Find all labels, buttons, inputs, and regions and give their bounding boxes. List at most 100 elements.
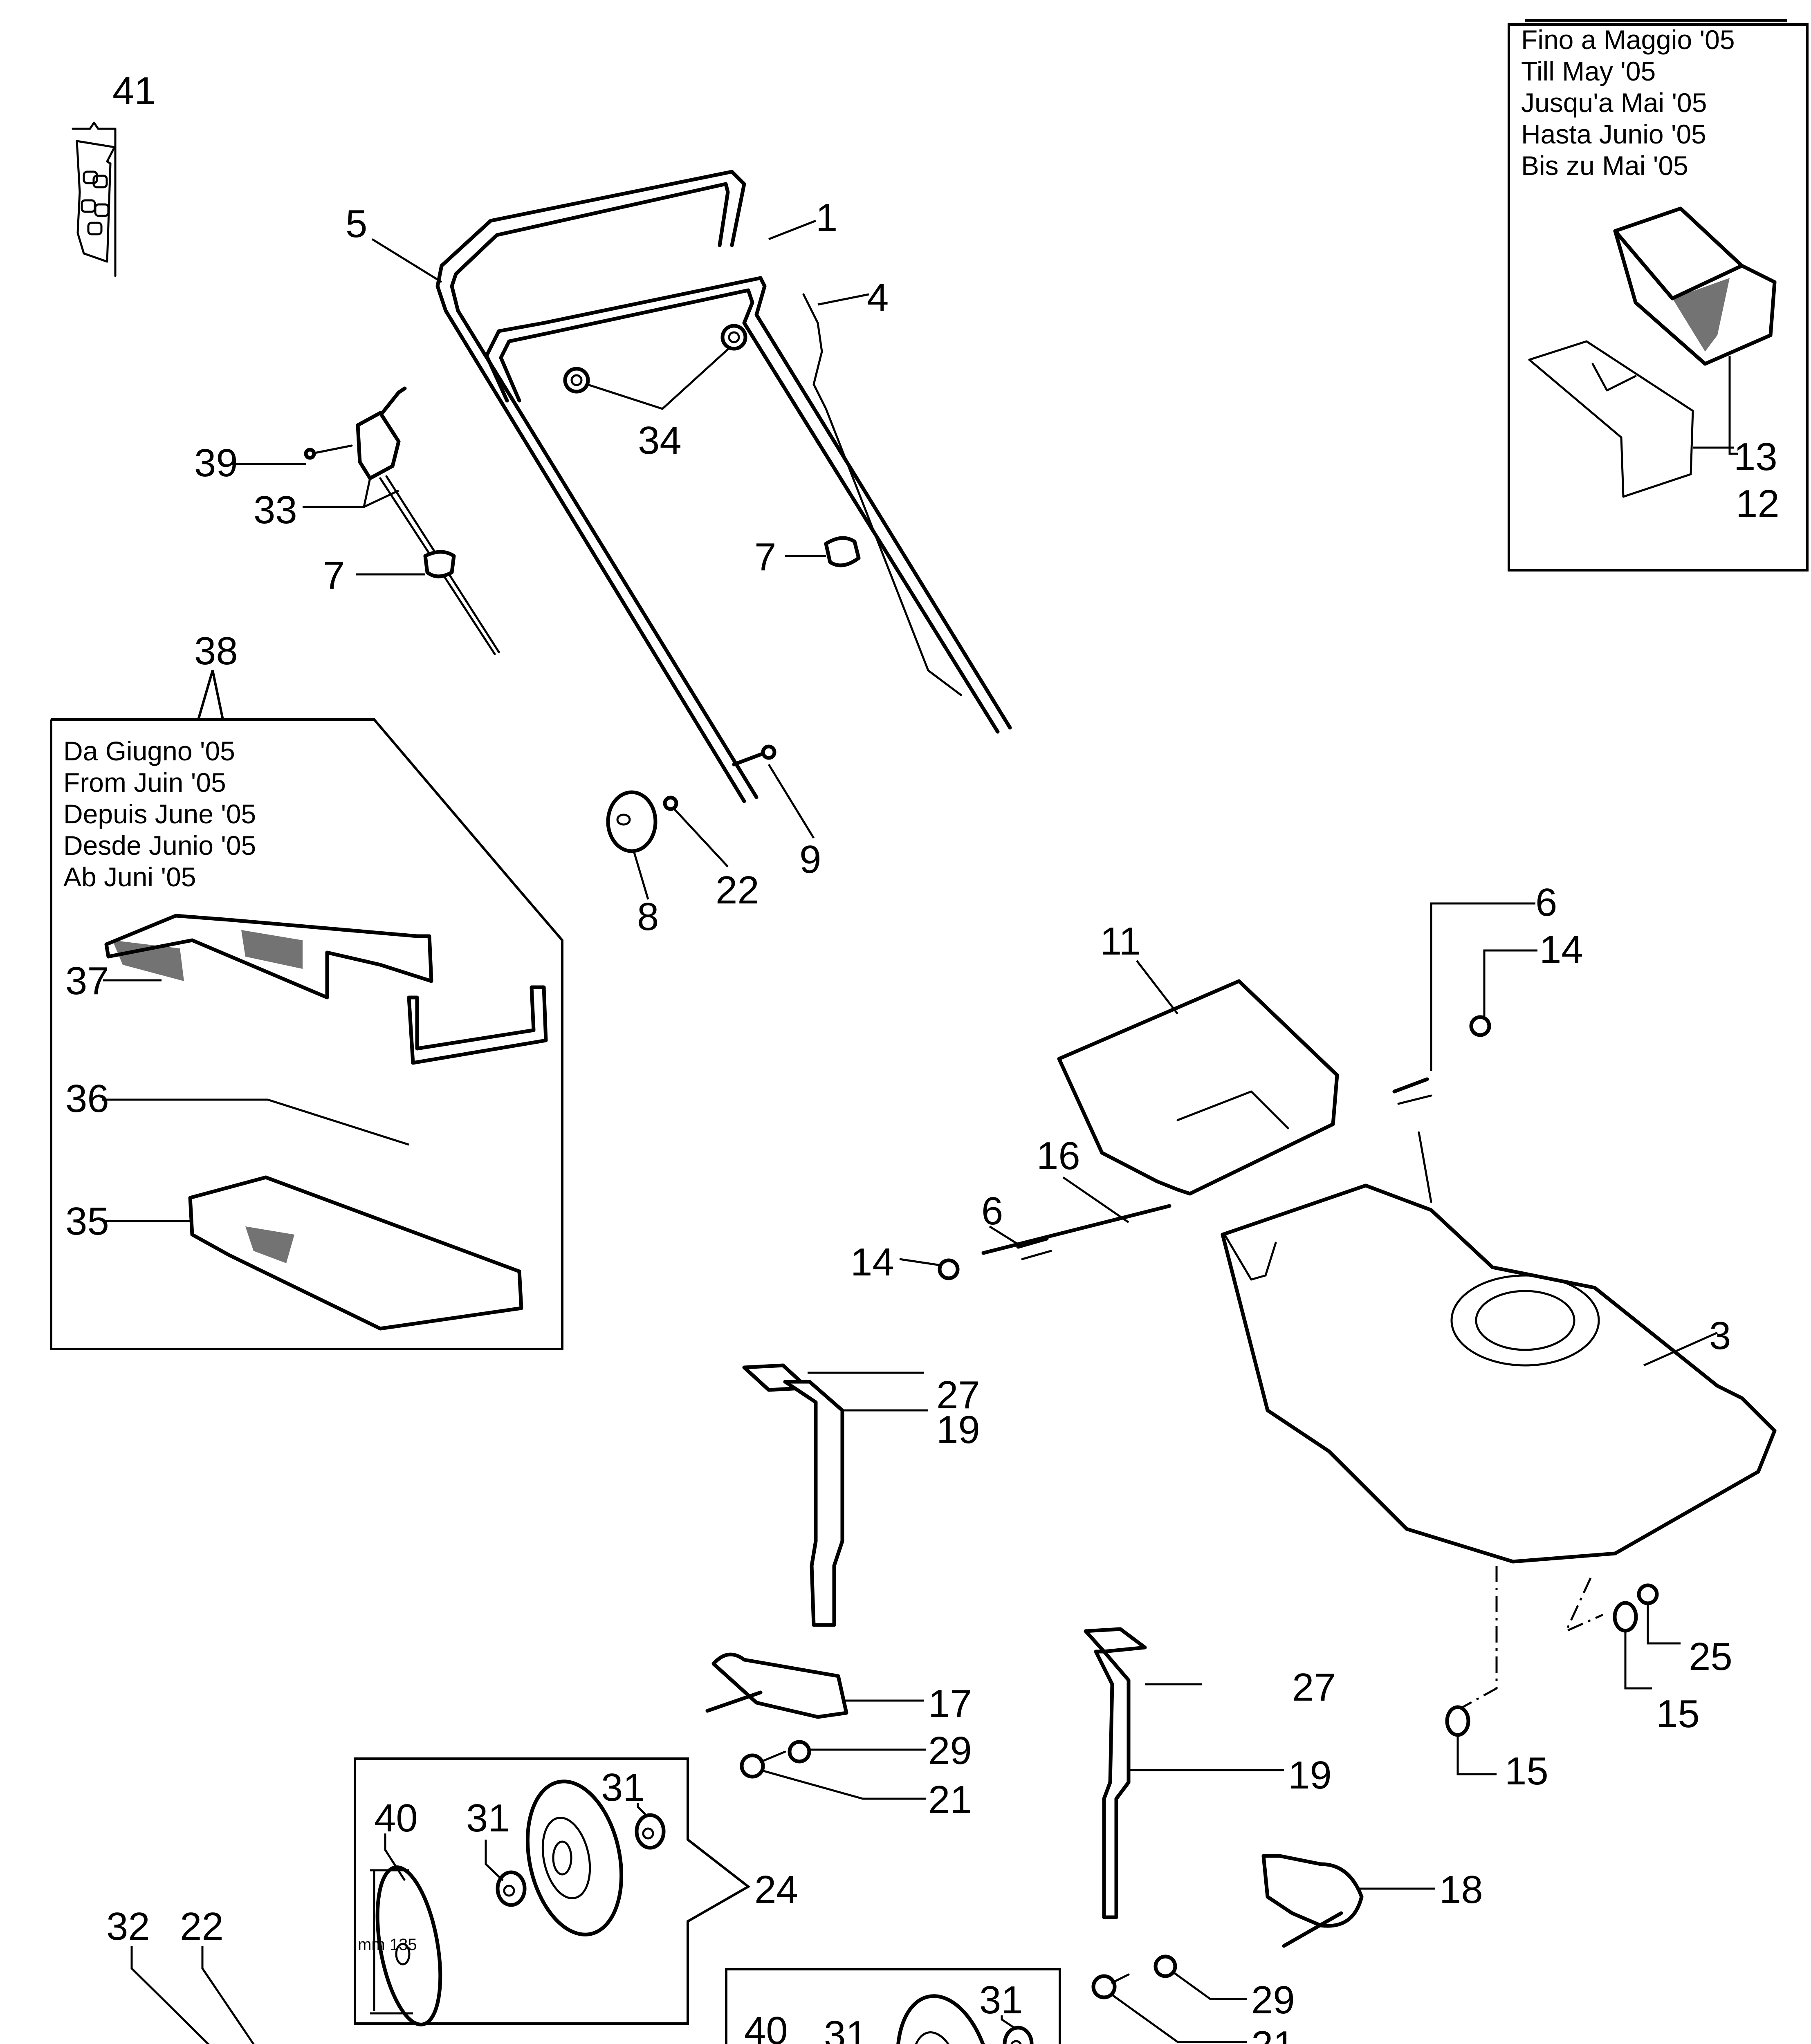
part-14-nut-left: 14 bbox=[851, 1240, 960, 1284]
callout-13: 13 bbox=[1734, 435, 1777, 479]
callout-37: 37 bbox=[65, 959, 109, 1003]
note-from-june-de: Ab Juni '05 bbox=[63, 862, 196, 892]
callout-40-a: 40 bbox=[374, 1796, 418, 1840]
part-16-rod: 16 bbox=[981, 1134, 1171, 1255]
note-until-may-fr: Jusqu'a Mai '05 bbox=[1521, 87, 1707, 118]
part-36-bracket: 36 bbox=[65, 985, 548, 1146]
part-29-washer-front: 29 bbox=[788, 1729, 972, 1773]
callout-6-left: 6 bbox=[981, 1189, 1003, 1233]
part-17-axle-bracket: 17 bbox=[705, 1652, 972, 1726]
callout-40-b: 40 bbox=[744, 2009, 788, 2044]
part-27-pad-rear: 27 bbox=[1084, 1627, 1336, 1709]
part-25-bolt: 25 bbox=[1637, 1583, 1732, 1679]
callout-33: 33 bbox=[254, 488, 297, 532]
callout-31-b-outer: 31 bbox=[979, 1978, 1023, 2022]
part-12-bag-frame: 12 bbox=[1528, 340, 1780, 526]
note-until-may-en: Till May '05 bbox=[1521, 56, 1656, 86]
callout-12: 12 bbox=[1736, 482, 1780, 526]
callout-15-left: 15 bbox=[1505, 1749, 1548, 1793]
callout-6-right: 6 bbox=[1535, 881, 1557, 924]
part-22-washer-handle: 22 bbox=[663, 796, 759, 912]
callout-15-right: 15 bbox=[1656, 1692, 1700, 1736]
part-37-cover: 37 bbox=[65, 914, 433, 1003]
dimension-wheel-a: mm 135 bbox=[358, 1936, 417, 1954]
callout-5: 5 bbox=[346, 202, 367, 246]
callout-16: 16 bbox=[1037, 1134, 1080, 1178]
part-18-axle-bracket-rear: 18 bbox=[1261, 1854, 1483, 1948]
group-wheel-assembly-a: 40 mm 135 31 31 24 bbox=[354, 1757, 798, 2026]
callout-31-a-inner: 31 bbox=[466, 1796, 510, 1840]
part-31-bushing-b-outer: 31 bbox=[979, 1978, 1034, 2044]
callout-1: 1 bbox=[816, 196, 837, 240]
group-until-may-05: Fino a Maggio '05 Till May '05 Jusqu'a M… bbox=[1508, 19, 1809, 572]
mounting-axis-line bbox=[1459, 1566, 1498, 1710]
part-13-grass-bag: 13 bbox=[1613, 206, 1777, 479]
callout-11: 11 bbox=[1100, 919, 1141, 963]
callout-21-rear: 21 bbox=[1251, 2023, 1295, 2044]
part-41-label-sheet: 41 bbox=[72, 69, 156, 277]
part-3-deck: 3 bbox=[1221, 1131, 1777, 1564]
part-34-knobs: 34 bbox=[563, 324, 747, 462]
callout-8: 8 bbox=[637, 895, 659, 939]
callout-17: 17 bbox=[928, 1682, 972, 1726]
part-40-hubcap-b: 40 mm 135 bbox=[744, 2009, 788, 2044]
part-32-nut-left: 32 bbox=[106, 1905, 210, 2044]
part-9-bolt: 9 bbox=[732, 744, 821, 881]
callout-19-front: 19 bbox=[936, 1408, 980, 1452]
part-33-throttle-lever: 33 bbox=[254, 386, 500, 655]
part-5-handle: 5 bbox=[346, 170, 759, 803]
part-11-rear-flap: 11 bbox=[1057, 919, 1339, 1196]
callout-14-left: 14 bbox=[851, 1240, 894, 1284]
part-15-washer-right: 15 bbox=[1613, 1601, 1700, 1736]
callout-14-right: 14 bbox=[1539, 928, 1583, 971]
callout-41: 41 bbox=[112, 69, 156, 113]
part-19-arm-rear: 19 bbox=[1094, 1650, 1332, 1919]
part-31-bushing-a-outer: 31 bbox=[601, 1766, 666, 1850]
note-until-may-de: Bis zu Mai '05 bbox=[1521, 150, 1688, 181]
callout-38: 38 bbox=[194, 629, 238, 673]
group-wheel-assembly-b: 40 mm 135 31 31 24 bbox=[725, 1968, 1061, 2044]
callout-21-front: 21 bbox=[928, 1778, 972, 1822]
callout-22-left: 22 bbox=[180, 1905, 224, 1948]
part-14-nut-right: 14 bbox=[1469, 928, 1583, 1037]
callout-35: 35 bbox=[65, 1199, 109, 1243]
part-7-cable-clip-left: 7 bbox=[323, 550, 456, 597]
part-7-cable-clip-right: 7 bbox=[754, 535, 861, 579]
note-from-june-fr: Depuis June '05 bbox=[63, 799, 256, 829]
part-24-wheel-b bbox=[895, 1994, 994, 2044]
part-22-washer-left: 22 bbox=[180, 1905, 255, 2044]
note-from-june-it: Da Giugno '05 bbox=[63, 736, 235, 766]
callout-39: 39 bbox=[194, 441, 238, 485]
callout-27-rear: 27 bbox=[1292, 1665, 1336, 1709]
part-6-spring-left: 6 bbox=[981, 1189, 1052, 1260]
note-until-may-es: Hasta Junio '05 bbox=[1521, 119, 1706, 149]
callout-4: 4 bbox=[867, 276, 889, 319]
callout-22-handle: 22 bbox=[716, 868, 759, 912]
callout-34: 34 bbox=[638, 419, 682, 462]
callout-9: 9 bbox=[799, 838, 821, 881]
part-35-base: 35 bbox=[65, 1175, 523, 1331]
part-31-bushing-a-inner: 31 bbox=[466, 1796, 527, 1907]
part-39-screw: 39 bbox=[194, 441, 353, 485]
callout-7-left: 7 bbox=[323, 554, 345, 597]
group-from-june-05: 38 Da Giugno '05 From Juin '05 Depuis Ju… bbox=[50, 629, 563, 1350]
callout-29-front: 29 bbox=[928, 1729, 972, 1773]
callout-7-right: 7 bbox=[754, 535, 776, 579]
part-6-spring-right: 6 bbox=[1392, 881, 1557, 1105]
callout-27-front: 27 bbox=[936, 1373, 980, 1417]
part-31-bushing-b-inner: 31 bbox=[824, 2013, 868, 2044]
part-4-cable: 4 bbox=[802, 276, 962, 696]
note-until-may-it: Fino a Maggio '05 bbox=[1521, 25, 1735, 55]
callout-19-rear: 19 bbox=[1288, 1753, 1332, 1797]
part-19-arm-front: 19 bbox=[783, 1380, 980, 1627]
callout-32-left: 32 bbox=[106, 1905, 150, 1948]
callout-31-a-outer: 31 bbox=[601, 1766, 645, 1809]
callout-24-a: 24 bbox=[754, 1868, 798, 1912]
callout-25: 25 bbox=[1689, 1635, 1732, 1679]
callout-29-rear: 29 bbox=[1251, 1978, 1295, 2022]
note-from-june-en: From Juin '05 bbox=[63, 767, 226, 798]
mounting-axis-line-2 bbox=[1564, 1577, 1604, 1633]
part-8-handle-knob: 8 bbox=[606, 790, 659, 939]
part-24-wheel-a bbox=[525, 1780, 624, 1936]
part-21-bolt-front: 21 bbox=[740, 1750, 972, 1822]
